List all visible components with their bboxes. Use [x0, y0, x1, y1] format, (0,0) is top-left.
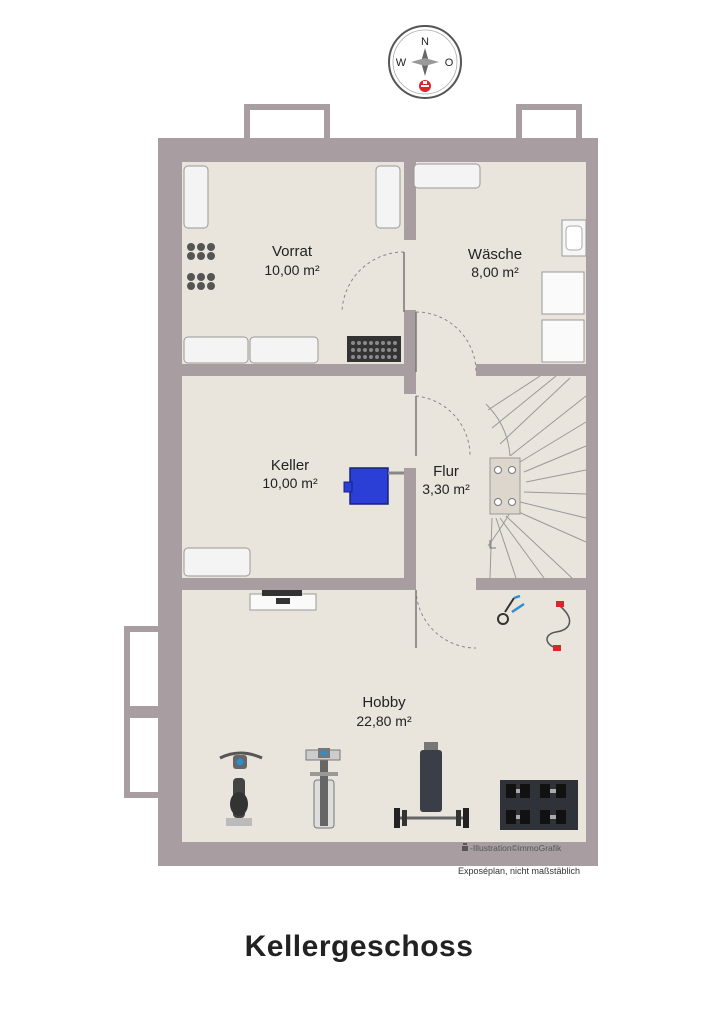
- resistance-band-icon: [546, 601, 571, 651]
- shelf-waesche-top: [413, 163, 481, 189]
- illustration-credit-logo-icon: [462, 843, 468, 851]
- jump-rope-icon: [497, 594, 525, 625]
- bottle-crates-icon: [347, 336, 401, 362]
- shelves-vorrat-bottom: [183, 336, 319, 364]
- exercise-bike-icon: [219, 751, 263, 826]
- shelf-vorrat-right: [375, 165, 401, 229]
- room-label-keller: Keller 10,00 m²: [262, 457, 318, 491]
- room-label-waesche: Wäsche 8,00 m²: [468, 246, 522, 280]
- floor-title: Kellergeschoss: [244, 930, 474, 963]
- sink-icon: [561, 219, 587, 257]
- room-name-waesche: Wäsche: [468, 246, 522, 263]
- room-label-vorrat: Vorrat 10,00 m²: [264, 243, 320, 278]
- stair-handrail: [489, 457, 521, 515]
- compass-east: O: [445, 57, 454, 69]
- stair-direction-arrow-icon: [489, 540, 496, 549]
- washing-machine-icon: [541, 271, 585, 315]
- compass-north: N: [421, 36, 429, 48]
- room-label-flur: Flur 3,30 m²: [422, 463, 470, 497]
- weight-bench-icon: [394, 742, 469, 828]
- compass-west: W: [396, 57, 407, 69]
- shelf-keller: [183, 547, 251, 577]
- room-name-keller: Keller: [271, 457, 309, 474]
- compass-icon: N W O: [388, 25, 462, 99]
- tv-icon: [249, 590, 317, 611]
- room-area-keller: 10,00 m²: [262, 475, 318, 491]
- room-name-flur: Flur: [433, 463, 459, 480]
- room-area-waesche: 8,00 m²: [471, 264, 519, 280]
- dumbbell-rack-icon: [500, 780, 578, 830]
- room-name-hobby: Hobby: [362, 694, 406, 711]
- illustration-credit: -Illustration©immoGrafik: [470, 843, 562, 853]
- door-leaves: [403, 252, 417, 648]
- room-area-flur: 3,30 m²: [422, 481, 470, 497]
- shelf-vorrat-left: [183, 165, 209, 229]
- room-area-hobby: 22,80 m²: [356, 713, 412, 729]
- sparkasse-logo-icon: [419, 80, 431, 92]
- boiler-icon: [343, 467, 404, 505]
- interior-walls: [182, 162, 586, 590]
- storage-jars: [187, 243, 215, 290]
- room-name-vorrat: Vorrat: [272, 243, 313, 260]
- dryer-icon: [541, 319, 585, 363]
- room-floors: [182, 162, 586, 842]
- plan-disclaimer: Exposéplan, nicht maßstäblich: [458, 866, 581, 876]
- room-area-vorrat: 10,00 m²: [264, 262, 320, 278]
- room-label-hobby: Hobby 22,80 m²: [356, 694, 412, 729]
- elliptical-trainer-icon: [305, 748, 341, 829]
- doors: [341, 251, 477, 649]
- staircase: [485, 375, 587, 579]
